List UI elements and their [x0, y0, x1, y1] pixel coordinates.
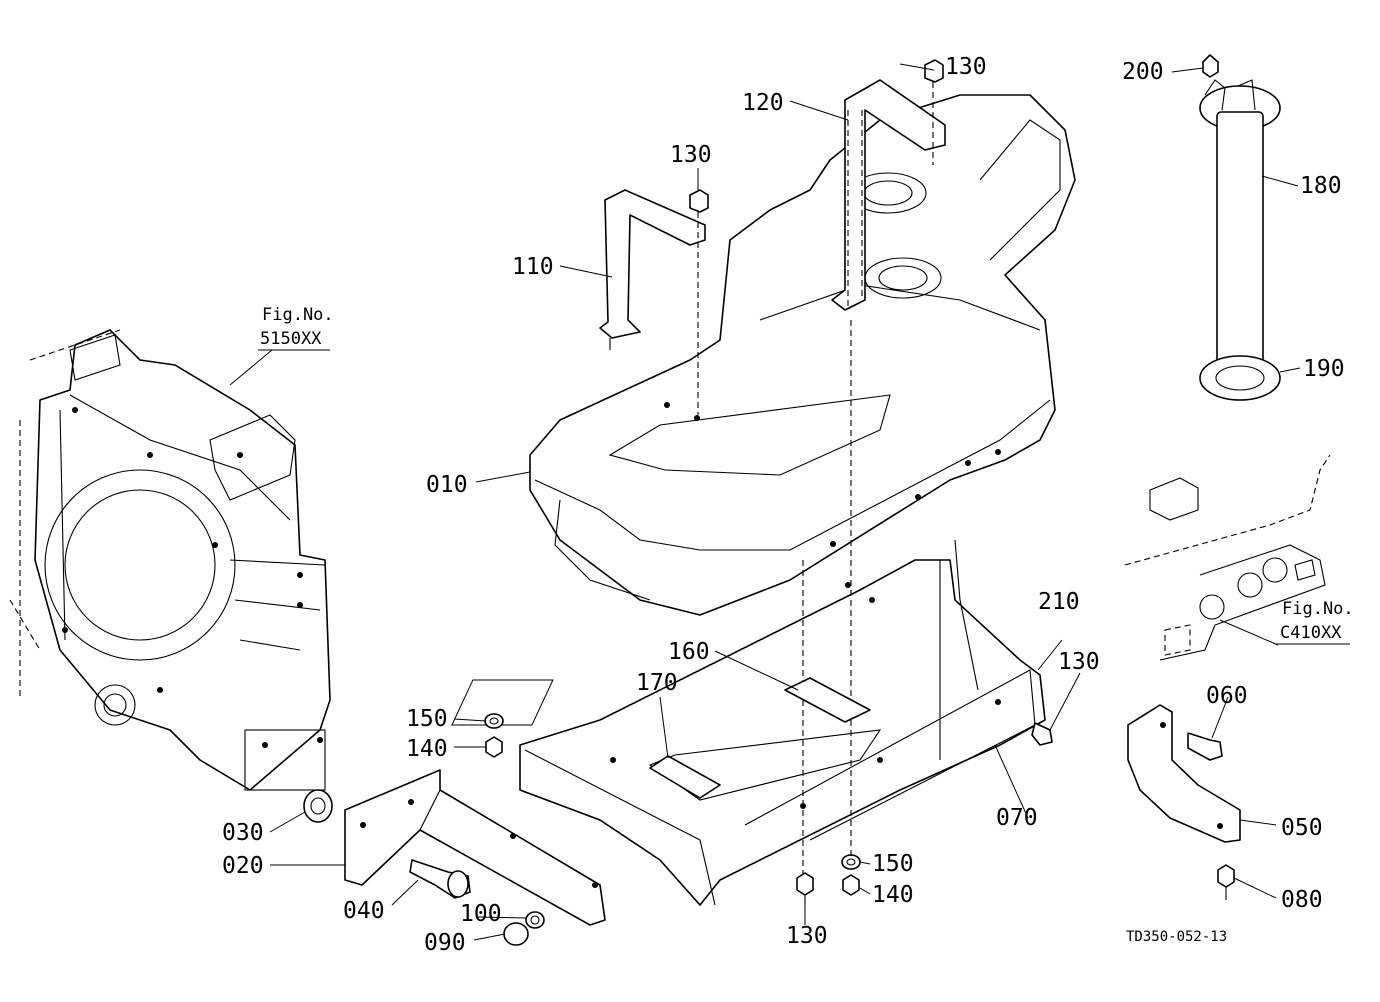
- callout-070: 070: [996, 805, 1038, 831]
- callout-040: 040: [343, 898, 385, 924]
- tank-bracket-120: [831, 79, 946, 311]
- nut-140-center: [842, 874, 860, 896]
- callout-140-center: 140: [872, 882, 914, 908]
- plug-090: [503, 922, 529, 946]
- callout-120: 120: [742, 90, 784, 116]
- tank-bracket-110: [599, 189, 706, 350]
- figure-reference-5150XX: Fig.No. 5150XX: [258, 305, 334, 351]
- bolt-130-top-left: [689, 189, 709, 415]
- bolt-080: [1217, 864, 1235, 900]
- callout-080: 080: [1281, 887, 1323, 913]
- bolt-060: [1187, 732, 1223, 761]
- callout-130-top-right: 130: [945, 54, 987, 80]
- washer-150-left: [484, 713, 504, 729]
- callout-090: 090: [424, 930, 466, 956]
- flywheel-housing: [9, 329, 331, 791]
- leader-lines: [229, 63, 1301, 941]
- gasket-190: [1199, 355, 1281, 401]
- nut-140-left: [485, 736, 503, 758]
- fig-ref-number: C410XX: [1280, 623, 1342, 643]
- nut-200: [1202, 54, 1219, 78]
- bracket-020: [344, 769, 606, 926]
- callout-130-top-left: 130: [670, 142, 712, 168]
- callout-140-left: 140: [406, 736, 448, 762]
- callout-150-left: 150: [406, 706, 448, 732]
- callout-030: 030: [222, 820, 264, 846]
- pad-170: [649, 755, 721, 799]
- callout-210: 210: [1038, 589, 1080, 615]
- drawing-code: TD350-052-13: [1126, 929, 1227, 945]
- callout-020: 020: [222, 853, 264, 879]
- callout-050: 050: [1281, 815, 1323, 841]
- collar-030: [303, 789, 333, 823]
- callout-labels: 010 020 030 040 050 060 070 080 090 100 …: [222, 54, 1345, 956]
- callout-170: 170: [636, 670, 678, 696]
- callout-180: 180: [1300, 173, 1342, 199]
- callout-150-center: 150: [872, 851, 914, 877]
- fig-ref-label: Fig.No.: [1282, 599, 1354, 619]
- callout-190: 190: [1303, 356, 1345, 382]
- bolt-040: [409, 859, 471, 899]
- chassis-frame: [1124, 454, 1331, 661]
- washer-150-center: [841, 854, 861, 870]
- washer-100: [525, 911, 545, 929]
- bolt-130-top-right: [924, 59, 944, 165]
- fuel-sender-180: [1199, 79, 1281, 383]
- callout-010: 010: [426, 472, 468, 498]
- figure-reference-C410XX: Fig.No. C410XX: [1276, 599, 1354, 645]
- pad-160: [784, 677, 871, 723]
- callout-200: 200: [1122, 59, 1164, 85]
- fig-ref-number: 5150XX: [260, 329, 322, 349]
- bolt-130-bottom: [796, 872, 814, 905]
- callout-100: 100: [460, 901, 502, 927]
- callout-160: 160: [668, 639, 710, 665]
- bracket-050: [1127, 704, 1241, 843]
- callout-110: 110: [512, 254, 554, 280]
- fuel-tank: [529, 94, 1076, 616]
- callout-130-bottom: 130: [786, 923, 828, 949]
- bolt-130-right: [1031, 722, 1053, 746]
- callout-060: 060: [1206, 683, 1248, 709]
- fig-ref-label: Fig.No.: [262, 305, 334, 325]
- callout-130-right: 130: [1058, 649, 1100, 675]
